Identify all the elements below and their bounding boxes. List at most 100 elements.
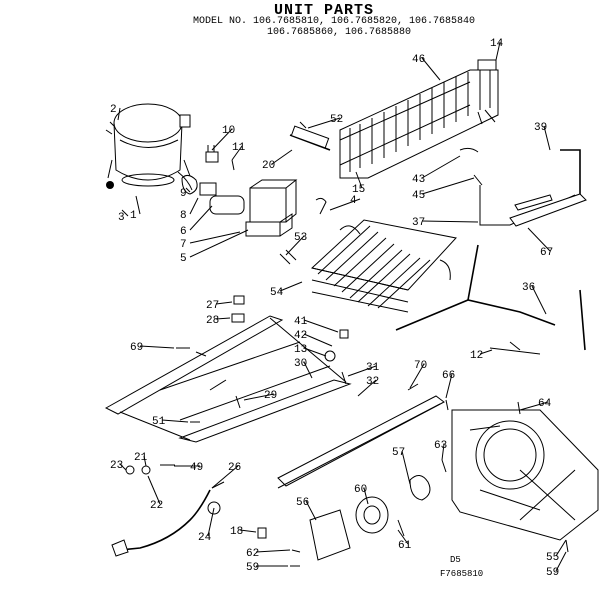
- leader-line: [329, 198, 361, 211]
- leader-line: [441, 443, 445, 461]
- footer-code-1: D5: [450, 555, 461, 565]
- leader-line: [279, 281, 303, 292]
- part-label: 6: [180, 226, 187, 238]
- part-label: 30: [294, 358, 307, 370]
- part-label: 36: [522, 282, 535, 294]
- part-label: 26: [228, 462, 241, 474]
- leader-line: [303, 319, 339, 333]
- part-label: 51: [152, 416, 166, 428]
- leader-line: [479, 349, 493, 355]
- part-label: 66: [442, 370, 455, 382]
- leader-line: [357, 379, 377, 397]
- part-label: 53: [294, 232, 307, 244]
- leader-line: [239, 529, 257, 533]
- leader-line: [527, 227, 551, 252]
- leader-line: [409, 363, 425, 389]
- part-label: 57: [392, 447, 405, 459]
- leader-line: [531, 285, 547, 315]
- leader-line: [189, 229, 249, 258]
- part-label: 2: [110, 104, 117, 116]
- leader-line: [555, 551, 567, 572]
- leader-line: [421, 155, 461, 179]
- leader-line: [139, 345, 175, 349]
- leader-line: [117, 107, 121, 121]
- part-label: 28: [206, 315, 219, 327]
- tubing-right: [459, 147, 587, 227]
- leader-line: [119, 463, 127, 471]
- part-label: 67: [540, 247, 553, 259]
- leader-line: [189, 231, 241, 244]
- part-label: 55: [546, 552, 559, 564]
- leader-line: [421, 220, 479, 223]
- drier: [289, 121, 331, 151]
- part-label: 1: [130, 210, 137, 222]
- part-label: 14: [490, 38, 504, 50]
- part-label: 24: [198, 532, 212, 544]
- part-label: 37: [412, 217, 425, 229]
- condenser: [339, 59, 499, 179]
- part-label: 31: [366, 362, 380, 374]
- leader-line: [421, 177, 475, 195]
- part-label: 15: [352, 184, 365, 196]
- leader-line: [215, 301, 233, 305]
- leader-line: [303, 347, 327, 357]
- leader-line: [303, 361, 313, 379]
- part-label: 70: [414, 360, 427, 372]
- relay-parts: [181, 145, 327, 237]
- part-label: 49: [190, 462, 203, 474]
- leader-line: [255, 549, 291, 553]
- leader-line: [231, 145, 243, 161]
- leader-line: [555, 539, 567, 557]
- part-label: 39: [534, 122, 547, 134]
- diagram-title: UNIT PARTS: [273, 2, 374, 19]
- part-label: 46: [412, 54, 425, 66]
- leader-line: [211, 128, 233, 151]
- leader-line: [271, 149, 293, 165]
- leader-line: [519, 401, 549, 411]
- leader-line: [307, 117, 341, 129]
- part-label: 9: [180, 188, 187, 200]
- part-label: 64: [538, 398, 552, 410]
- fan-shroud: [451, 409, 599, 541]
- leader-line: [421, 57, 441, 81]
- leader-line: [189, 197, 199, 215]
- part-label: 27: [206, 300, 219, 312]
- leader-line: [305, 500, 317, 521]
- part-number-labels: 2131011986755220154535446143943453767272…: [110, 38, 567, 579]
- part-label: 10: [222, 125, 235, 137]
- leader-line: [161, 419, 189, 423]
- leader-line: [445, 373, 453, 399]
- leader-line: [397, 529, 409, 545]
- part-label: 32: [366, 376, 379, 388]
- part-label: 56: [296, 497, 309, 509]
- part-label: 22: [150, 500, 163, 512]
- evaporator: [279, 219, 457, 313]
- leader-line: [121, 209, 129, 217]
- part-label: 62: [246, 548, 259, 560]
- power-cord: [111, 489, 221, 557]
- part-label: 3: [118, 212, 125, 224]
- part-label: 13: [294, 344, 307, 356]
- leader-line: [363, 487, 369, 505]
- fasteners: [125, 295, 569, 567]
- part-label: 8: [180, 210, 187, 222]
- part-label: 59: [546, 567, 559, 579]
- part-label: 4: [350, 195, 357, 207]
- leader-line: [147, 475, 161, 505]
- leader-line: [401, 450, 411, 485]
- suction-line: [395, 244, 586, 355]
- compressor: [105, 103, 193, 191]
- part-label: 21: [134, 452, 148, 464]
- mounting-frame: [104, 315, 352, 443]
- leader-line: [355, 171, 363, 189]
- fan-motor: [309, 475, 431, 561]
- leader-line: [143, 455, 147, 467]
- leader-line: [189, 205, 213, 231]
- model-numbers-line-1: MODEL NO. 106.7685810, 106.7685820, 106.…: [192, 16, 476, 27]
- part-label: 69: [130, 342, 143, 354]
- part-label: 43: [412, 174, 425, 186]
- part-label: 45: [412, 190, 425, 202]
- part-label: 11: [232, 142, 246, 154]
- part-label: 20: [262, 160, 275, 172]
